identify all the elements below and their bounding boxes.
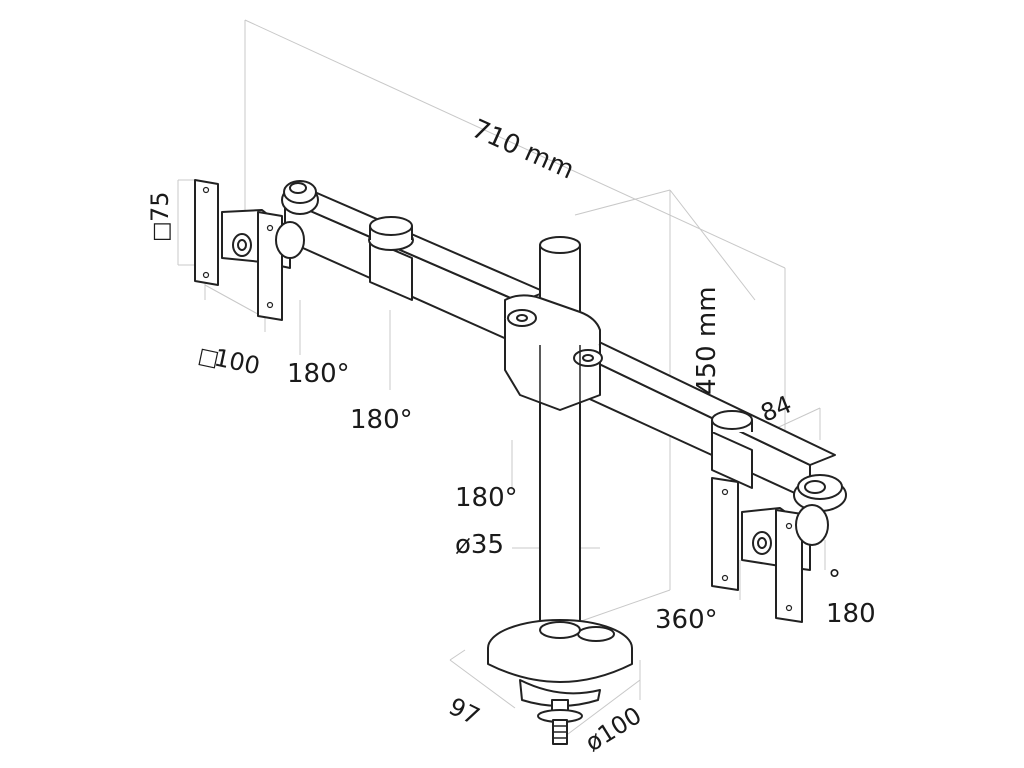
right-end-knob <box>793 474 847 512</box>
left-end-knob <box>281 180 319 215</box>
vesa-large-symbol: □ <box>196 343 222 372</box>
arm-slider-right <box>711 410 753 489</box>
vesa-large-label: □ 100 <box>196 343 263 380</box>
support-pole <box>539 236 581 631</box>
rotation-joint-left-label: 180° <box>350 405 413 435</box>
vesa-small-label: □ 75 <box>146 191 174 242</box>
rotation-arm-left-label: 180° <box>287 359 350 389</box>
vesa-large-value: 100 <box>212 343 263 380</box>
rotation-plate-right-degree: ° <box>828 565 841 595</box>
desk-clamp <box>487 619 633 745</box>
right-vesa-plate <box>711 477 829 623</box>
pole-diameter-label: ø35 <box>455 530 504 560</box>
height-label: 450 mm <box>692 286 722 395</box>
vesa-small-value: 75 <box>146 191 174 222</box>
arm-slider-left <box>368 216 414 301</box>
base-diameter-label: ø100 <box>580 701 646 757</box>
vesa-small-symbol: □ <box>149 221 174 242</box>
clamp-depth-label: 97 <box>444 692 484 731</box>
width-label: 710 mm <box>467 114 578 186</box>
center-joint <box>504 294 603 411</box>
left-vesa-plate <box>194 179 305 321</box>
rotation-pole-label: 180° <box>455 483 518 513</box>
rotation-arm-right-label: 360° <box>655 605 718 635</box>
rotation-plate-right-value: 180 <box>826 599 876 629</box>
